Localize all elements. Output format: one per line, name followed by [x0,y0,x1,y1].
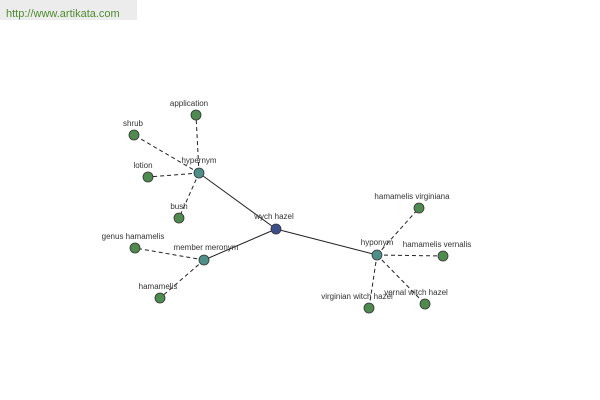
edge-member-meronym-genus-hamamelis [134,247,205,261]
source-banner: http://www.artikata.com [0,0,137,20]
edge-hypernym-shrub [133,134,200,174]
edge-member-meronym-hamamelis [159,259,205,299]
edge-layer [133,114,444,309]
node-layer [128,109,449,314]
edge-hyponym-hamamelis-virginiana [376,207,420,256]
leaf-label-hamamelis: hamamelis [139,282,178,291]
leaf-label-virginian-witch-hazel: virginian witch hazel [321,292,393,301]
edge-hypernym-bush [178,172,200,219]
root-node-wych-hazel[interactable] [270,223,282,235]
leaf-node-lotion[interactable] [142,171,154,183]
edge-root-member-meronym [203,228,277,261]
leaf-node-vernal-witch-hazel[interactable] [419,298,431,310]
relation-label-member-meronym: member meronym [174,243,239,252]
edge-hyponym-virginian-witch-hazel [368,254,378,309]
edge-hyponym-hamamelis-vernalis [376,254,444,257]
leaf-node-hamamelis-vernalis[interactable] [437,250,449,262]
relation-node-hypernym[interactable] [193,167,205,179]
leaf-label-shrub: shrub [123,119,144,128]
edge-hyponym-vernal-witch-hazel [376,254,426,305]
source-link[interactable]: http://www.artikata.com [6,8,120,20]
leaf-node-shrub[interactable] [128,129,140,141]
edge-hypernym-application [195,114,200,174]
label-layer: application shrub lotion bush hypernym genus … [102,99,472,301]
leaf-label-lotion: lotion [133,161,152,170]
leaf-label-application: application [170,99,208,108]
leaf-label-hamamelis-vernalis: hamamelis vernalis [403,240,471,249]
relation-node-member-meronym[interactable] [198,254,210,266]
leaf-label-genus-hamamelis: genus hamamelis [102,232,165,241]
root-label-wych-hazel: wych hazel [253,212,294,221]
relation-label-hypernym: hypernym [181,156,216,165]
leaf-node-hamamelis-virginiana[interactable] [413,202,425,214]
leaf-node-application[interactable] [190,109,202,121]
leaf-node-virginian-witch-hazel[interactable] [363,302,375,314]
leaf-node-hamamelis[interactable] [154,292,166,304]
relation-label-hyponym: hyponym [361,238,394,247]
leaf-label-bush: bush [170,202,187,211]
leaf-label-vernal-witch-hazel: vernal witch hazel [384,288,448,297]
edge-root-hyponym [275,228,378,256]
leaf-node-bush[interactable] [173,212,185,224]
edge-hypernym-lotion [147,172,200,178]
leaf-node-genus-hamamelis[interactable] [129,242,141,254]
edge-root-hypernym [198,172,277,230]
leaf-label-hamamelis-virginiana: hamamelis virginiana [374,192,450,201]
relation-node-hyponym[interactable] [371,249,383,261]
